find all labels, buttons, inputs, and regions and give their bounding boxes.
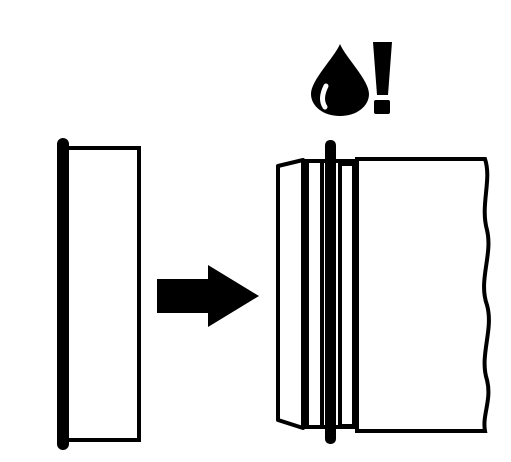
exclamation-icon — [373, 42, 392, 114]
pipe-ring — [338, 162, 356, 428]
end-cap-body — [58, 146, 141, 442]
pipe-body — [355, 157, 491, 433]
inner-ring — [305, 159, 324, 429]
water-drop-icon — [311, 44, 369, 116]
pipe-assembly — [276, 140, 491, 444]
arrow-right-icon — [157, 265, 259, 327]
tapered-seal — [276, 158, 305, 430]
gasket-ring — [325, 140, 336, 444]
end-cap-part — [57, 138, 141, 450]
end-cap-flange — [57, 138, 69, 450]
